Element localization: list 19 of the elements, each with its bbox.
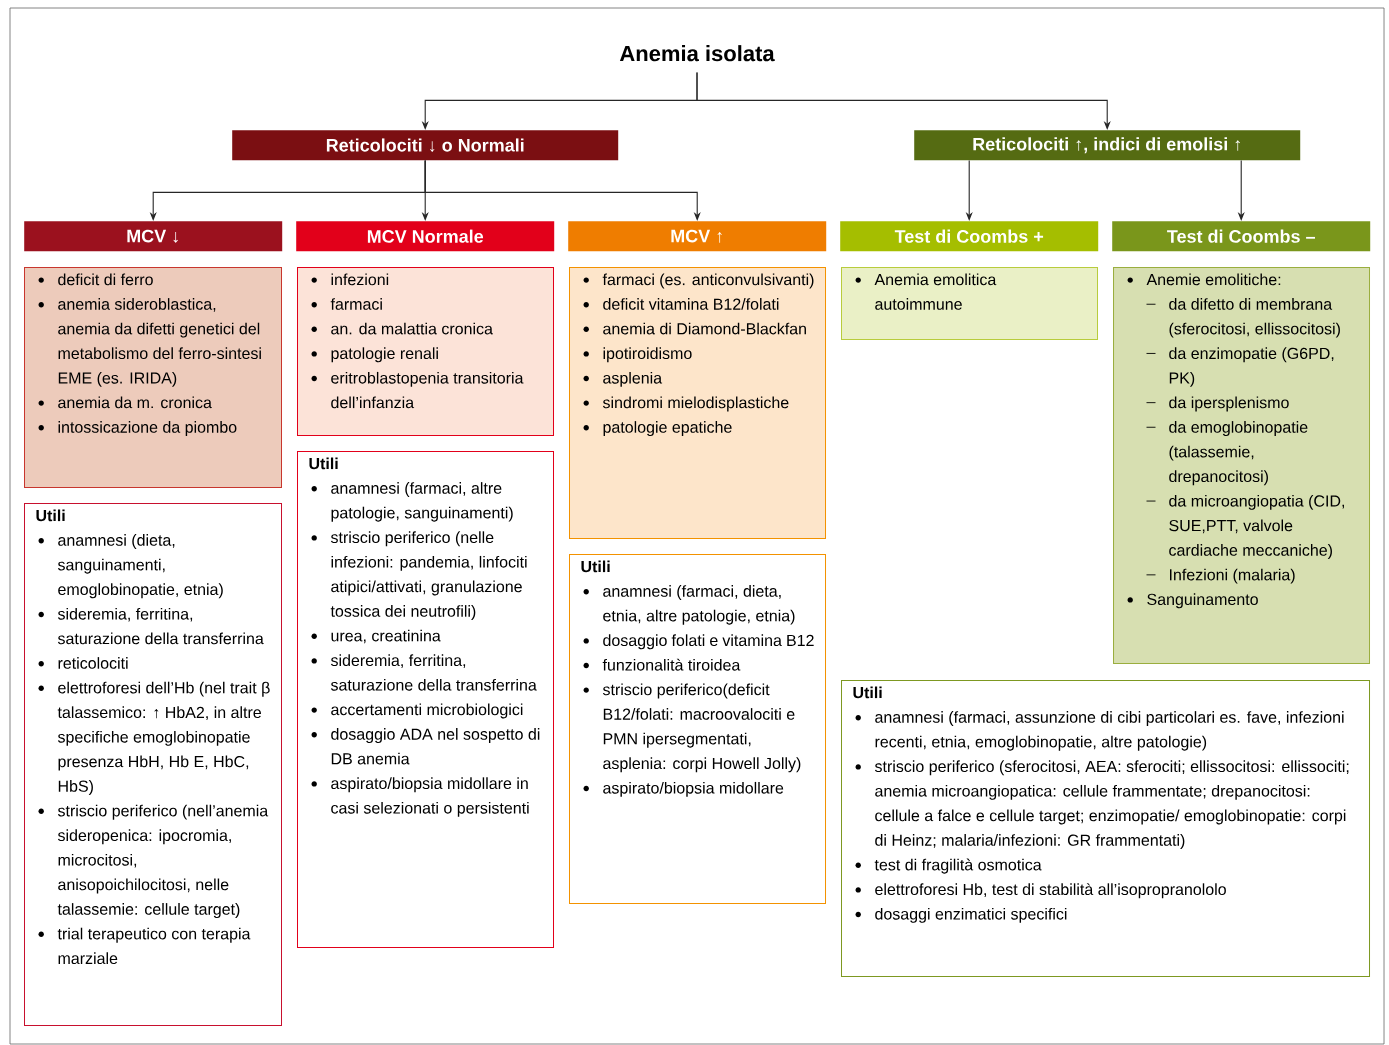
header-bar: MCV Normale: [296, 221, 555, 252]
list-box: farmaci (es. anticonvulsivanti) deficit vitamina B12/folati anemia di Diamond-Blackfan ipotiroidismo asplenia sindromi mielodisplastiche patologie epatiche: [569, 267, 826, 539]
list-box: Anemie emolitiche: da difetto di membrana (sferocitosi, ellissocitosi) da enzimopatie (G6PD, PK) da ipersplenismo da emoglobinopatie (talassemie, drepanocitosi) da microangiopatia (CID, SUE,PTT, valvole cardiache meccaniche) Infezioni (malaria) Sanguinamento: [1113, 267, 1370, 664]
title-text: Anemia isolata: [619, 45, 775, 62]
list-box: Utili anamnesi (dieta, sanguinamenti, emoglobinopatie, etnia) sideremia, ferritina, saturazione della transferrina reticolociti elettroforesi dell’Hb (nel trait β talassemico: ↑ HbA2, in altre specifiche emoglobinopatie presenza HbH, Hb E, HbC, HbS) striscio periferico (nell’anemia sideropenica: ipocromia, microcitosi, anisopoichilocitosi, nelle talassemie: cellule target) trial terapeutico con terapia marziale: [24, 503, 282, 1026]
arrow: [696, 71, 1111, 130]
list-box: Utili anamnesi (farmaci, altre patologie, sanguinamenti) striscio periferico (nelle infezioni: pandemia, linfociti atipici/attivati, granulazione tossica dei neutrofili) urea, creatinina sideremia, ferritina, saturazione della transferrina accertamenti microbiologici dosaggio ADA nel sospetto di DB anemia aspirato/biopsia midollare in casi selezionati o persistenti: [297, 451, 554, 948]
list-box: deficit di ferro anemia sideroblastica, anemia da difetti genetici del metabolismo del ferro-sintesi EME (es. IRIDA) anemia da m. cronica intossicazione da piombo: [24, 267, 282, 488]
list-box: Anemia emolitica autoimmune: [841, 267, 1098, 340]
header-bar: Test di Coombs –: [1112, 221, 1371, 252]
list-box: Utili anamnesi (farmaci, dieta, etnia, altre patologie, etnia) dosaggio folati e vitamina B12 funzionalità tiroidea striscio periferico(deficit B12/folati: macroovalociti e PMN ipersegmentati, asplenia: corpi Howell Jolly) aspirato/biopsia midollare: [569, 554, 826, 904]
header-bar: Reticolociti ↑, indici di emolisi ↑: [914, 130, 1301, 161]
arrow: [424, 159, 701, 221]
list-box: infezioni farmaci an. da malattia cronica patologie renali eritroblastopenia transitoria dell’infanzia: [297, 267, 554, 436]
header-bar: Reticolociti ↓ o Normali: [232, 130, 619, 161]
header-bar: MCV ↑: [568, 221, 827, 252]
list-box: Utili anamnesi (farmaci, assunzione di cibi particolari es. fave, infezioni recenti, etnia, emoglobinopatie, altre patologie) striscio periferico (sferocitosi, AEA: sferociti; ellissocitosi: ellissociti; anemia microangiopatica: cellule frammentate; drepanocitosi: cellule a falce e cellule target; enzimopatie/ emoglobinopatie: corpi di Heinz; malaria/infezioni: GR frammentati) test di fragilità osmotica elettroforesi Hb, test di stabilità all’isopropranololo dosaggi enzimatici specifici: [841, 680, 1370, 977]
header-bar: MCV ↓: [24, 221, 283, 252]
header-bar: Test di Coombs +: [840, 221, 1099, 252]
